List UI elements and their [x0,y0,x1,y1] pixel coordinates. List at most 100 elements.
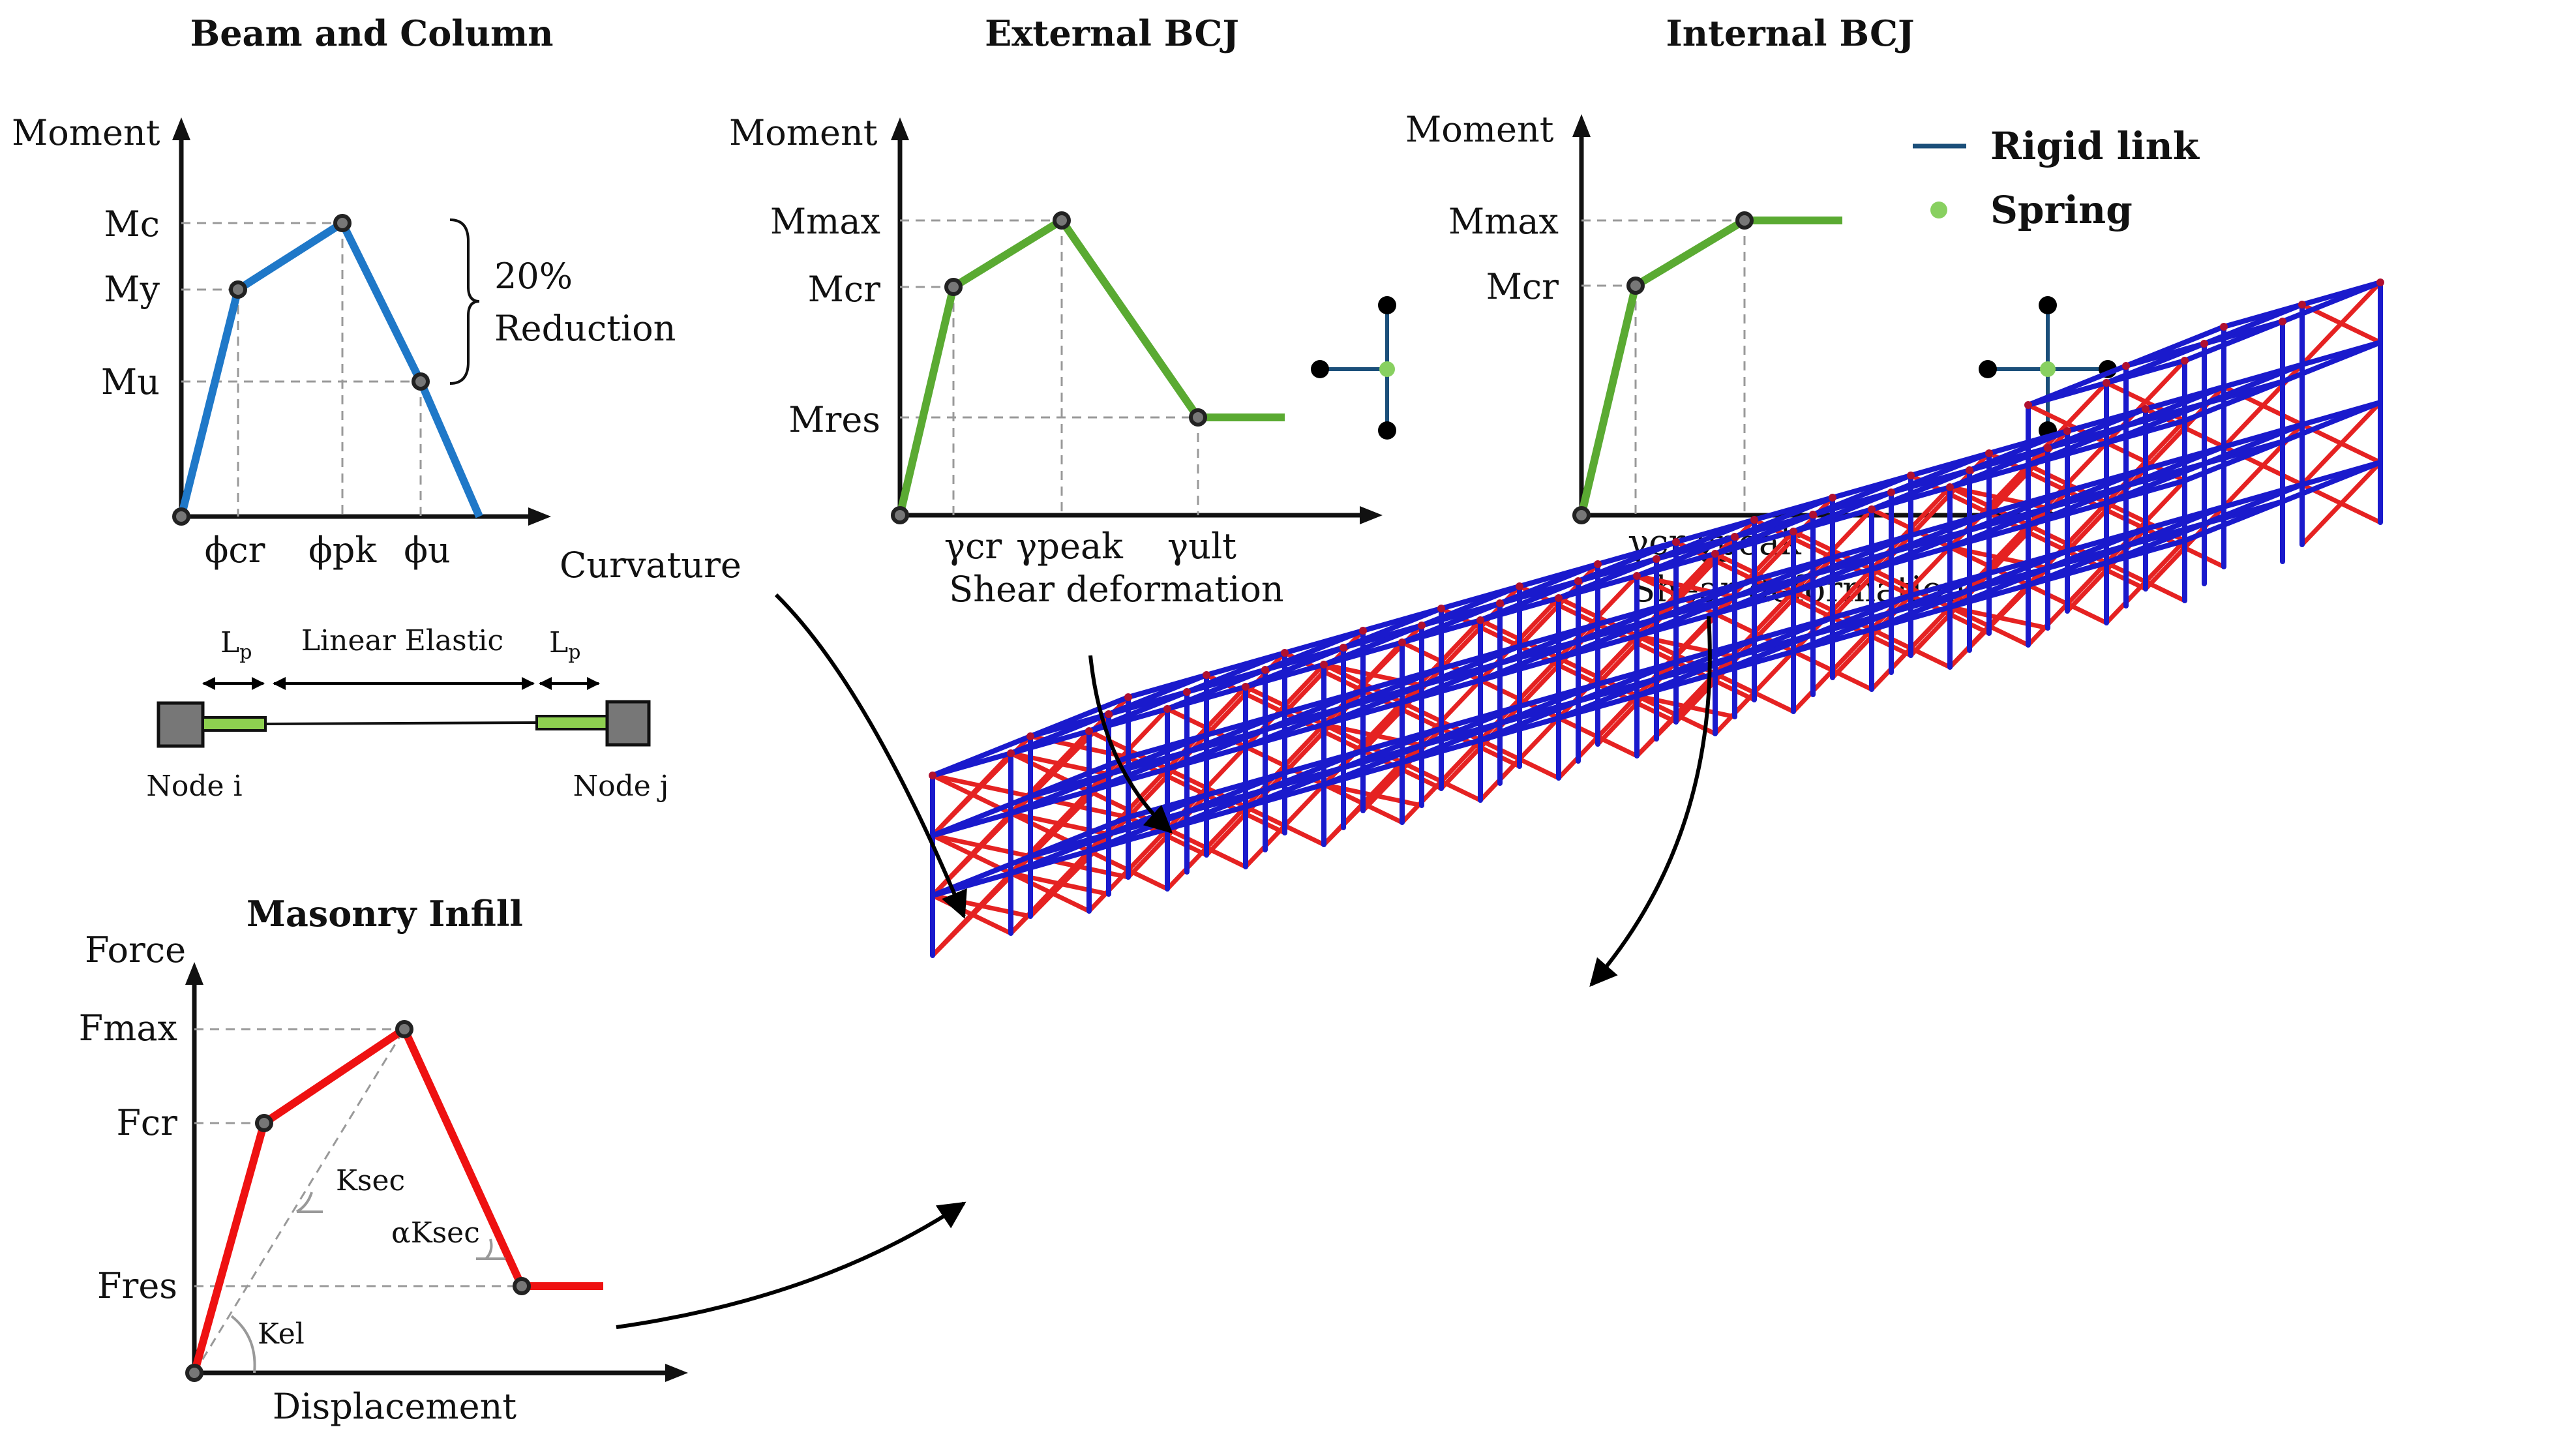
frame-node [2063,427,2071,435]
masonry-infill-x-axis-label: Displacement [273,1386,517,1427]
frame-beam [1243,705,1346,749]
frame-beam [1869,588,1972,632]
frame-beam [1654,517,1757,562]
tick-mcr-ext: Mcr [808,269,881,310]
beam-column-panel: Beam and Column Moment Curvature Mc My M… [12,12,741,803]
frame-beam [1341,606,1444,650]
frame-beam [2123,504,2226,548]
frame-beam [2280,280,2383,324]
node-i-block [157,701,205,748]
masonry-infill-point-cr [255,1114,273,1132]
frame-beam [1732,615,1835,659]
masonry-infill-y-axis-arrow [185,962,203,985]
masonry-infill-panel: Masonry Infill Force Displacement Fmax F… [79,893,688,1427]
plastic-hinge-right [535,715,608,730]
ksec-angle-mark [295,1192,313,1213]
frame-node [1574,577,1582,585]
frame-beam [1008,772,1111,816]
external-bcj-point-ult [1189,408,1207,427]
linear-elastic-label: Linear Elastic [301,624,503,657]
beam-column-point-origin [172,507,190,526]
frame-beam [2123,324,2226,368]
arrow-masonry-infill [616,1201,966,1329]
frame-node [1476,616,1484,624]
tick-gamma-ult-ext: γult [1167,526,1236,567]
internal-bcj-y-axis-arrow [1572,114,1591,137]
frame-beam [930,734,1033,778]
frame-beam [2123,384,2226,428]
frame-node [1809,511,1817,518]
frame-beam [1732,555,1835,599]
frame-beam [2104,401,2207,445]
frame-beam [1243,765,1346,809]
infill-strut [930,833,1033,859]
frame-beam [1028,815,1131,859]
frame-beam [1008,712,1111,756]
alpha-ksec-angle-mark [485,1239,493,1260]
frame-node [929,772,936,779]
frame-node [1026,732,1034,740]
tick-gamma-peak-ext: γpeak [1016,526,1124,567]
frame-beam [1400,721,1503,765]
frame-node [2142,405,2149,413]
frame-node [2220,323,2228,331]
node-i-label: Node i [146,770,242,803]
frame-beam [1008,832,1111,876]
tick-fres: Fres [97,1265,177,1306]
external-bcj-point-peak [1053,211,1071,230]
ksec-label: Ksec [336,1164,405,1197]
masonry-infill-point-origin [185,1364,203,1382]
frame-node [1398,638,1406,646]
arrow-external-bcj [1088,655,1173,834]
frame-beam [1634,594,1737,638]
frame-node [1907,472,1915,479]
beam-element-sketch: Lp Linear Elastic Lp Node i Node j [146,624,668,803]
frame-beam [1419,704,1522,748]
beam-column-x-axis-label: Curvature [560,545,741,586]
external-bcj-guides [900,219,1199,515]
frame-beam [1810,473,1913,517]
reduction-text: Reduction [494,308,676,349]
frame-beam [1497,622,1600,666]
frame-beam [1341,726,1444,770]
frame-beam [1106,672,1209,717]
internal-bcj-title: Internal BCJ [1666,12,1914,54]
internal-joint-symbol [1979,296,2117,440]
frame-beam [2104,341,2207,385]
frame-node [1887,488,1895,496]
frame-beam [1321,683,1424,727]
tick-mres-ext: Mres [788,399,880,440]
frame-beam [1478,698,1581,743]
tick-phi-u: ϕu [404,530,451,571]
frame-node [1437,605,1445,612]
kel-angle-mark [230,1315,256,1374]
frame-beam [1791,550,1894,594]
frame-beam [1556,556,1659,601]
frame-node [1731,533,1739,541]
frame-beam [2045,406,2148,451]
tick-fcr: Fcr [116,1102,177,1143]
reduction-bracket [449,218,480,385]
beam-column-point-ultimate [412,372,430,391]
frame-beam [1419,584,1522,628]
frame-node [1203,671,1210,679]
frame-beam [2026,543,2129,588]
beam-column-guides [181,222,422,517]
frame-beam [2202,482,2305,526]
frame-beam [1184,710,1287,755]
frame-beam [1889,451,1992,495]
tick-phi-cr: ϕcr [205,530,265,571]
beam-column-point-yield [229,280,247,299]
frame-beam [2045,526,2148,571]
frame-beam [1791,490,1894,534]
arrow-beam-column [774,593,967,919]
frame-beam [1184,650,1287,695]
frame-beam [1967,488,2070,533]
masonry-infill-y-axis-label: Force [85,929,186,970]
frame-beam [2026,363,2129,408]
frame-beam [1576,539,1679,584]
frame-beam [2026,483,2129,528]
frame-beam [1810,533,1913,577]
frame-node [1340,644,1347,652]
